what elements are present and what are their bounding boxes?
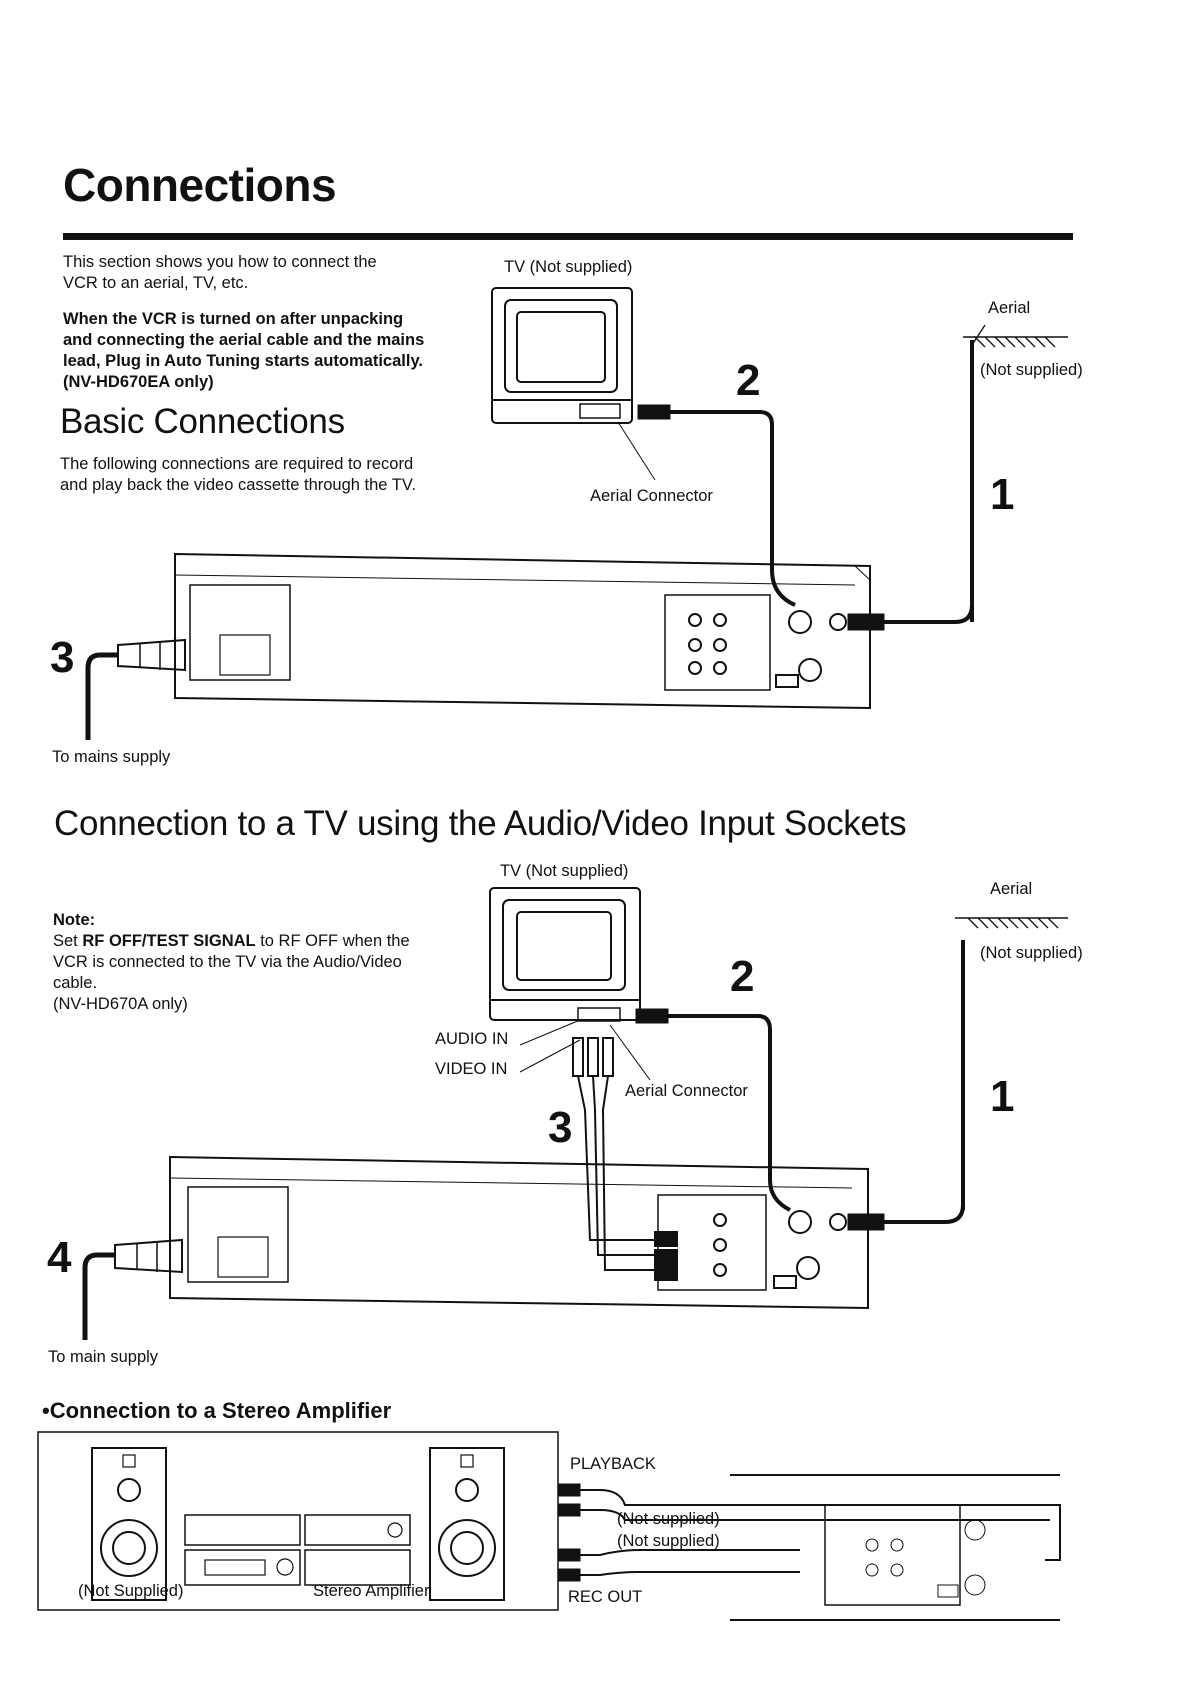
note-title: Note:: [53, 911, 96, 929]
basic-heading: Basic Connections: [60, 402, 345, 441]
title-rule: [63, 233, 1073, 240]
mains-plug: [82, 1238, 183, 1340]
note-line: (NV-HD670A only): [53, 995, 188, 1013]
av-step-3: 3: [548, 1103, 573, 1152]
vcr-rear-panel: [169, 1155, 869, 1310]
aerial-connector-label: Aerial Connector: [590, 487, 713, 505]
av-step-1: 1: [990, 1072, 1015, 1121]
tv-label: TV (Not supplied): [504, 258, 633, 276]
not-supplied-2: (Not supplied): [617, 1532, 720, 1550]
av-aerial-connector-label: Aerial Connector: [625, 1082, 748, 1100]
av-cables: [519, 1019, 655, 1271]
auto-tuning-note: When the VCR is turned on after unpackin…: [63, 309, 424, 393]
note-text: to RF OFF when the: [255, 932, 410, 950]
intro-text: This section shows you how to connect th…: [63, 252, 377, 294]
aerial-illustration: [955, 917, 1068, 1210]
rf-cable: [635, 1008, 965, 1231]
speakers-label: (Not Supplied): [78, 1582, 184, 1600]
av-heading: Connection to a TV using the Audio/Video…: [54, 804, 907, 843]
note-line: and connecting the aerial cable and the …: [63, 331, 425, 349]
aerial-cable-tv: [617, 404, 796, 607]
intro-line: VCR to an aerial, TV, etc.: [63, 274, 249, 292]
note-line: lead, Plug in Auto Tuning starts automat…: [63, 352, 423, 370]
av-step-4: 4: [47, 1233, 72, 1282]
av-aerial-label: Aerial: [990, 880, 1033, 898]
mains-label: To mains supply: [52, 748, 171, 766]
vcr-panel-partial: [557, 1474, 1061, 1621]
not-supplied-1: (Not supplied): [617, 1510, 720, 1528]
playback-label: PLAYBACK: [570, 1455, 656, 1473]
intro-line: This section shows you how to connect th…: [63, 253, 377, 271]
video-in-label: VIDEO IN: [435, 1060, 508, 1078]
aerial-illustration: [963, 324, 1068, 622]
aerial-cable-vcr: [847, 604, 974, 631]
note-line: Set RF OFF/TEST SIGNAL to RF OFF when th…: [53, 931, 410, 952]
av-tv-label: TV (Not supplied): [500, 862, 629, 880]
step-2: 2: [736, 356, 761, 405]
av-step-2: 2: [730, 952, 755, 1001]
rec-out-label: REC OUT: [568, 1588, 643, 1606]
stereo-heading: •Connection to a Stereo Amplifier: [42, 1398, 392, 1423]
aerial-not-supplied: (Not supplied): [980, 361, 1083, 379]
tv-illustration: [491, 287, 633, 424]
note-text: Set: [53, 932, 83, 950]
note-line: VCR is connected to the TV via the Audio…: [53, 953, 402, 971]
aerial-label: Aerial: [988, 299, 1031, 317]
amplifier-label: Stereo Amplifier: [313, 1582, 430, 1600]
tv-illustration: [489, 887, 641, 1022]
note-line: cable.: [53, 974, 98, 992]
av-mains-label: To main supply: [48, 1348, 159, 1366]
audio-in-label: AUDIO IN: [435, 1030, 509, 1048]
note-line: When the VCR is turned on after unpackin…: [63, 310, 404, 328]
step-1: 1: [990, 470, 1015, 519]
step-3: 3: [50, 633, 75, 682]
av-note: Note: Set RF OFF/TEST SIGNAL to RF OFF w…: [53, 910, 410, 1015]
mains-plug: [85, 638, 186, 740]
desc-line: The following connections are required t…: [60, 455, 414, 473]
note-line: (NV-HD670EA only): [63, 373, 214, 391]
page-title: Connections: [63, 159, 337, 211]
vcr-rear-panel: [174, 552, 871, 710]
basic-desc: The following connections are required t…: [60, 454, 416, 496]
note-bold: RF OFF/TEST SIGNAL: [82, 932, 256, 950]
desc-line: and play back the video cassette through…: [60, 476, 416, 494]
amplifier-box: [37, 1431, 559, 1611]
av-aerial-not-supplied: (Not supplied): [980, 944, 1083, 962]
